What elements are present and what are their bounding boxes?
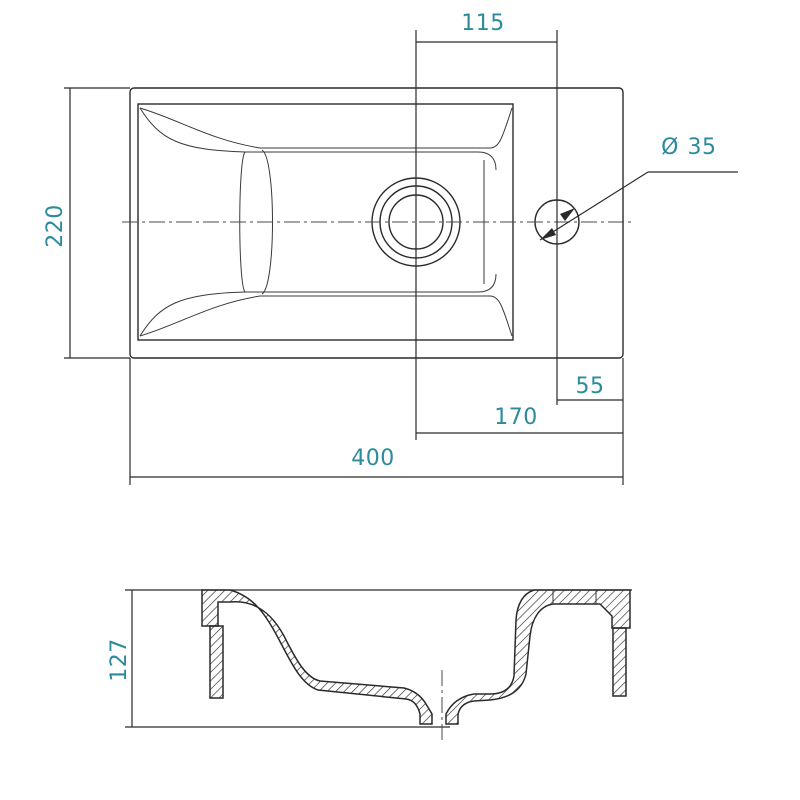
bowl-lower-wall-outer — [139, 295, 513, 337]
bowl-upper-wall-outer — [139, 107, 513, 149]
dim-35-arrow-b — [560, 208, 575, 221]
section-rim-detail — [552, 590, 597, 604]
basin-outline — [129, 87, 624, 359]
dim-35-leader — [539, 171, 649, 241]
section-right-leg — [612, 627, 627, 697]
dim-400-label: 400 — [351, 446, 395, 471]
dim-35-arrow-a — [540, 228, 556, 240]
dim-220-label: 220 — [43, 204, 68, 248]
dim-170-label: 170 — [494, 405, 538, 430]
dim-35-symbol: Ø — [661, 135, 679, 160]
section-right-profile — [445, 589, 631, 725]
section-left-leg — [209, 625, 224, 699]
bowl-lower-wall — [139, 273, 497, 337]
section-left-profile — [201, 589, 433, 725]
dim-35-label: 35 — [688, 135, 717, 160]
dim-115-label: 115 — [461, 11, 505, 36]
bowl-upper-wall — [139, 107, 497, 171]
plan-view: 115 220 Ø 35 55 170 400 — [43, 11, 738, 485]
dim-127-label: 127 — [107, 638, 132, 682]
dim-55-label: 55 — [576, 374, 605, 399]
section-view: 127 — [107, 589, 632, 740]
